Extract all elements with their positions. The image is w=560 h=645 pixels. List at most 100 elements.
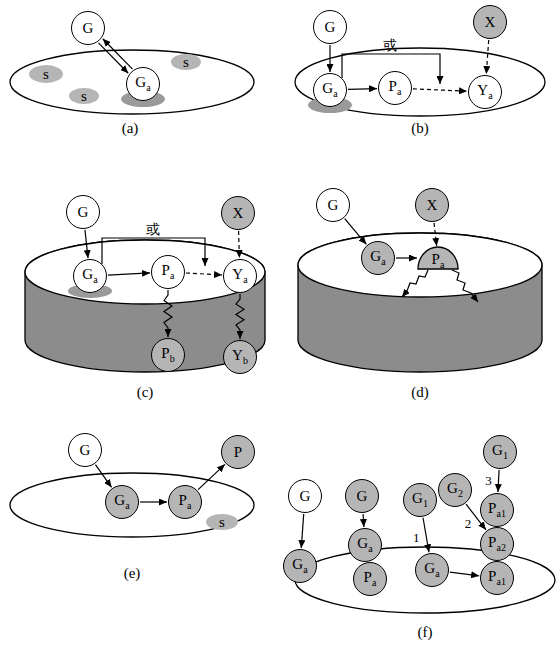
molecule-circle: Yb [223,340,257,374]
symbol-subscript: a [333,88,337,99]
binding-arrow [498,470,499,492]
molecule-label: G [357,489,368,504]
molecule-label: Ga [292,557,307,575]
molecule-circle: X [221,196,255,230]
symbol-letter: Y [232,266,243,282]
molecule-label: Ga [322,81,337,99]
molecule-circle: Pb [151,338,185,372]
cylinder-top [298,233,542,297]
molecule-label: Ya [232,267,247,285]
molecule-circle: G1 [403,483,437,517]
symbol-subscript: a1 [496,576,505,587]
symbol-subscript: b [243,355,248,366]
molecule-circle: G [313,10,347,44]
molecule-label: G [328,198,339,213]
signal-zigzag-arrow [164,290,172,337]
molecule-label: s [183,55,189,70]
molecule-circle: G [71,11,105,45]
panel-label: (b) [411,121,429,136]
molecule-label: G2 [447,481,463,499]
molecule-circle: Pa [378,71,412,105]
molecule-circle: Ga [105,485,139,519]
molecule-circle: Ga [415,553,449,587]
molecule-circle: Pa1 [480,493,514,527]
molecule-label: Ga [114,493,129,511]
molecule-label: Pa [364,570,377,588]
molecule-circle: X [473,5,507,39]
binding-arrow [329,45,330,72]
binding-site: s [206,514,238,530]
molecule-label: Pa1 [488,569,506,587]
cell-cylinder [298,233,542,372]
dashed-arrow [186,273,222,275]
binding-arrow [450,572,479,576]
binding-site: s [171,54,201,70]
symbol-letter: P [389,78,397,94]
symbol-subscript: a [381,256,385,267]
binding-arrow [363,514,365,527]
symbol-letter: G [412,490,423,506]
symbol-letter: P [179,492,187,508]
signal-zigzag-arrow [236,294,244,339]
symbol-subscript: a [125,500,129,511]
panel-label: (c) [137,385,154,400]
step-number: 3 [485,474,492,487]
symbol-subscript: 1 [503,450,508,461]
molecule-label: s [43,67,49,82]
binding-site: s [69,88,99,104]
binding-site: s [29,65,63,83]
step-number: 1 [413,530,420,543]
molecule-circle: P [221,435,255,469]
molecule-label: X [233,206,244,221]
molecule-label: Pa [162,263,175,281]
molecule-circle: G [68,433,102,467]
symbol-letter: G [447,480,458,496]
molecule-circle: Ya [468,75,502,109]
symbol-subscript: a1 [496,508,505,519]
signal-zigzag [402,270,428,297]
molecule-label: G1 [412,491,428,509]
molecule-label: Ya [477,83,492,101]
cylinder-top [25,240,265,304]
molecule-label: X [485,15,496,30]
symbol-subscript: a [488,90,492,101]
binding-arrow [301,514,303,548]
molecule-label: G [300,489,311,504]
membrane-ellipse [10,50,254,114]
molecule-circle: Ga [361,241,395,275]
symbol-subscript: a [170,270,174,281]
binding-arrow [108,273,150,275]
molecule-label: Pa1 [488,501,506,519]
molecule-label: Pb [161,346,174,364]
symbol-letter: P [488,500,496,516]
symbol-subscript: a [93,274,97,285]
symbol-letter: P [161,345,169,361]
molecule-circle: G [66,195,100,229]
dashed-arrow [434,223,437,246]
symbol-letter: G [322,80,333,96]
molecule-circle: Pa [353,562,387,596]
molecule-circle: G [288,479,322,513]
molecule-label: Ga [357,536,372,554]
binding-arrow [423,518,429,553]
symbol-letter: G [424,560,435,576]
molecule-circle: G [345,479,379,513]
symbol-letter: G [292,556,303,572]
molecule-label: G1 [492,443,508,461]
symbol-letter: G [82,266,93,282]
symbol-letter: G [357,535,368,551]
symbol-subscript: a [440,259,444,270]
symbol-letter: P [488,568,496,584]
symbol-subscript: b [170,353,175,364]
molecule-circle: Pa [168,485,202,519]
symbol-letter: G [114,492,125,508]
molecule-label: Ga [135,75,150,93]
molecule-circle: Ga [126,67,160,101]
molecule-circle: Pa1 [480,561,514,595]
molecule-label: Ga [424,561,439,579]
symbol-letter: P [432,251,440,267]
panel-label: (d) [411,385,429,400]
symbol-subscript: 2 [458,488,463,499]
molecule-label: Pa [179,493,192,511]
membrane-ellipse [295,48,545,116]
